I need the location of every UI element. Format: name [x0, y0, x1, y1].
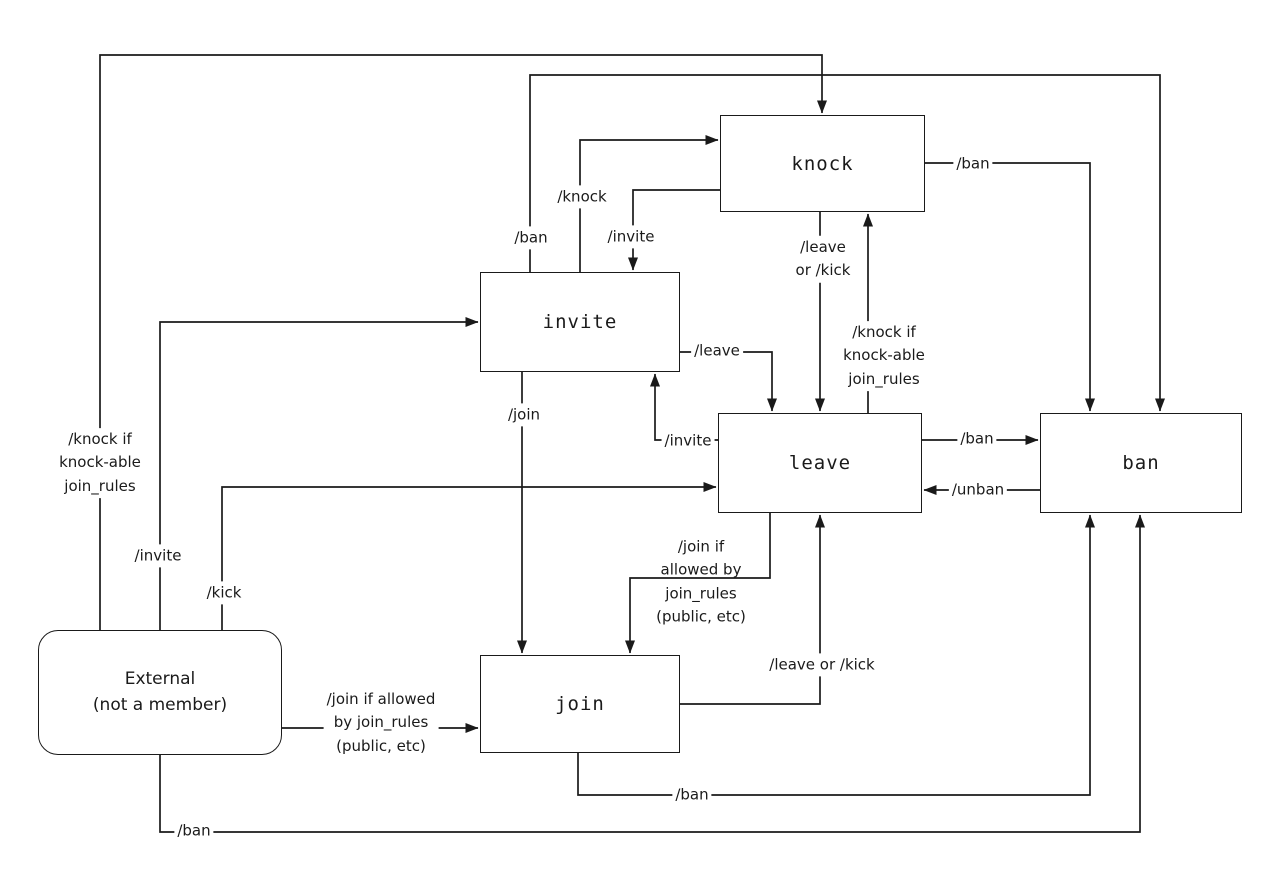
edge-label-join-to-leave: /leave or /kick: [766, 653, 878, 677]
state-node-knock: knock: [720, 115, 925, 212]
edge-label-knock-to-leave: /leave or /kick: [792, 235, 854, 283]
edge-label-invite-to-ban: /ban: [511, 226, 551, 250]
edge-label-leave-to-invite: /invite: [661, 429, 715, 453]
edge-label-invite-to-leave: /leave: [691, 339, 743, 363]
edge-join-to-leave: [680, 514, 825, 705]
edge-invite-to-ban: [529, 74, 1165, 412]
edge-label-external-to-join: /join if allowed by join_rules (public, …: [323, 688, 439, 758]
state-node-external: External (not a member): [38, 630, 282, 755]
edge-label-knock-to-invite: /invite: [604, 225, 658, 249]
edge-label-knock-to-ban: /ban: [953, 152, 993, 176]
state-node-external-label-line2: (not a member): [92, 694, 228, 715]
state-node-invite: invite: [480, 272, 680, 372]
edge-label-external-to-invite: /invite: [131, 544, 185, 568]
edge-label-external-to-ban: /ban: [174, 819, 214, 843]
edge-label-external-to-knock: /knock if knock-able join_rules: [56, 428, 144, 498]
edge-invite-to-knock: [579, 135, 719, 272]
edge-join-to-ban: [577, 514, 1095, 796]
state-node-join-label: join: [555, 693, 605, 715]
state-node-ban: ban: [1040, 413, 1242, 513]
edge-label-ban-to-leave: /unban: [948, 478, 1008, 502]
edge-leave-to-join: [625, 513, 771, 654]
edge-knock-to-ban: [925, 162, 1095, 412]
state-node-invite-label: invite: [542, 311, 618, 333]
edge-external-to-invite: [159, 317, 479, 630]
edge-label-invite-to-knock: /knock: [554, 185, 610, 209]
edge-label-leave-to-ban: /ban: [957, 427, 997, 451]
edge-label-leave-to-knock: /knock if knock-able join_rules: [840, 321, 928, 391]
edge-label-join-to-ban: /ban: [672, 783, 712, 807]
edge-label-invite-to-join: /join: [504, 403, 544, 427]
state-node-join: join: [480, 655, 680, 753]
state-node-leave: leave: [718, 413, 922, 513]
edge-external-to-ban: [159, 514, 1145, 833]
edge-label-leave-to-join: /join if allowed by join_rules (public, …: [656, 537, 746, 626]
state-node-knock-label: knock: [791, 152, 854, 175]
edge-external-to-knock: [99, 54, 827, 630]
edge-external-to-leave: [221, 482, 717, 630]
edge-label-external-to-leave: /kick: [203, 581, 245, 605]
state-node-leave-label: leave: [788, 452, 852, 474]
state-node-ban-label: ban: [1122, 452, 1160, 474]
state-node-external-label-line1: External: [124, 669, 196, 689]
